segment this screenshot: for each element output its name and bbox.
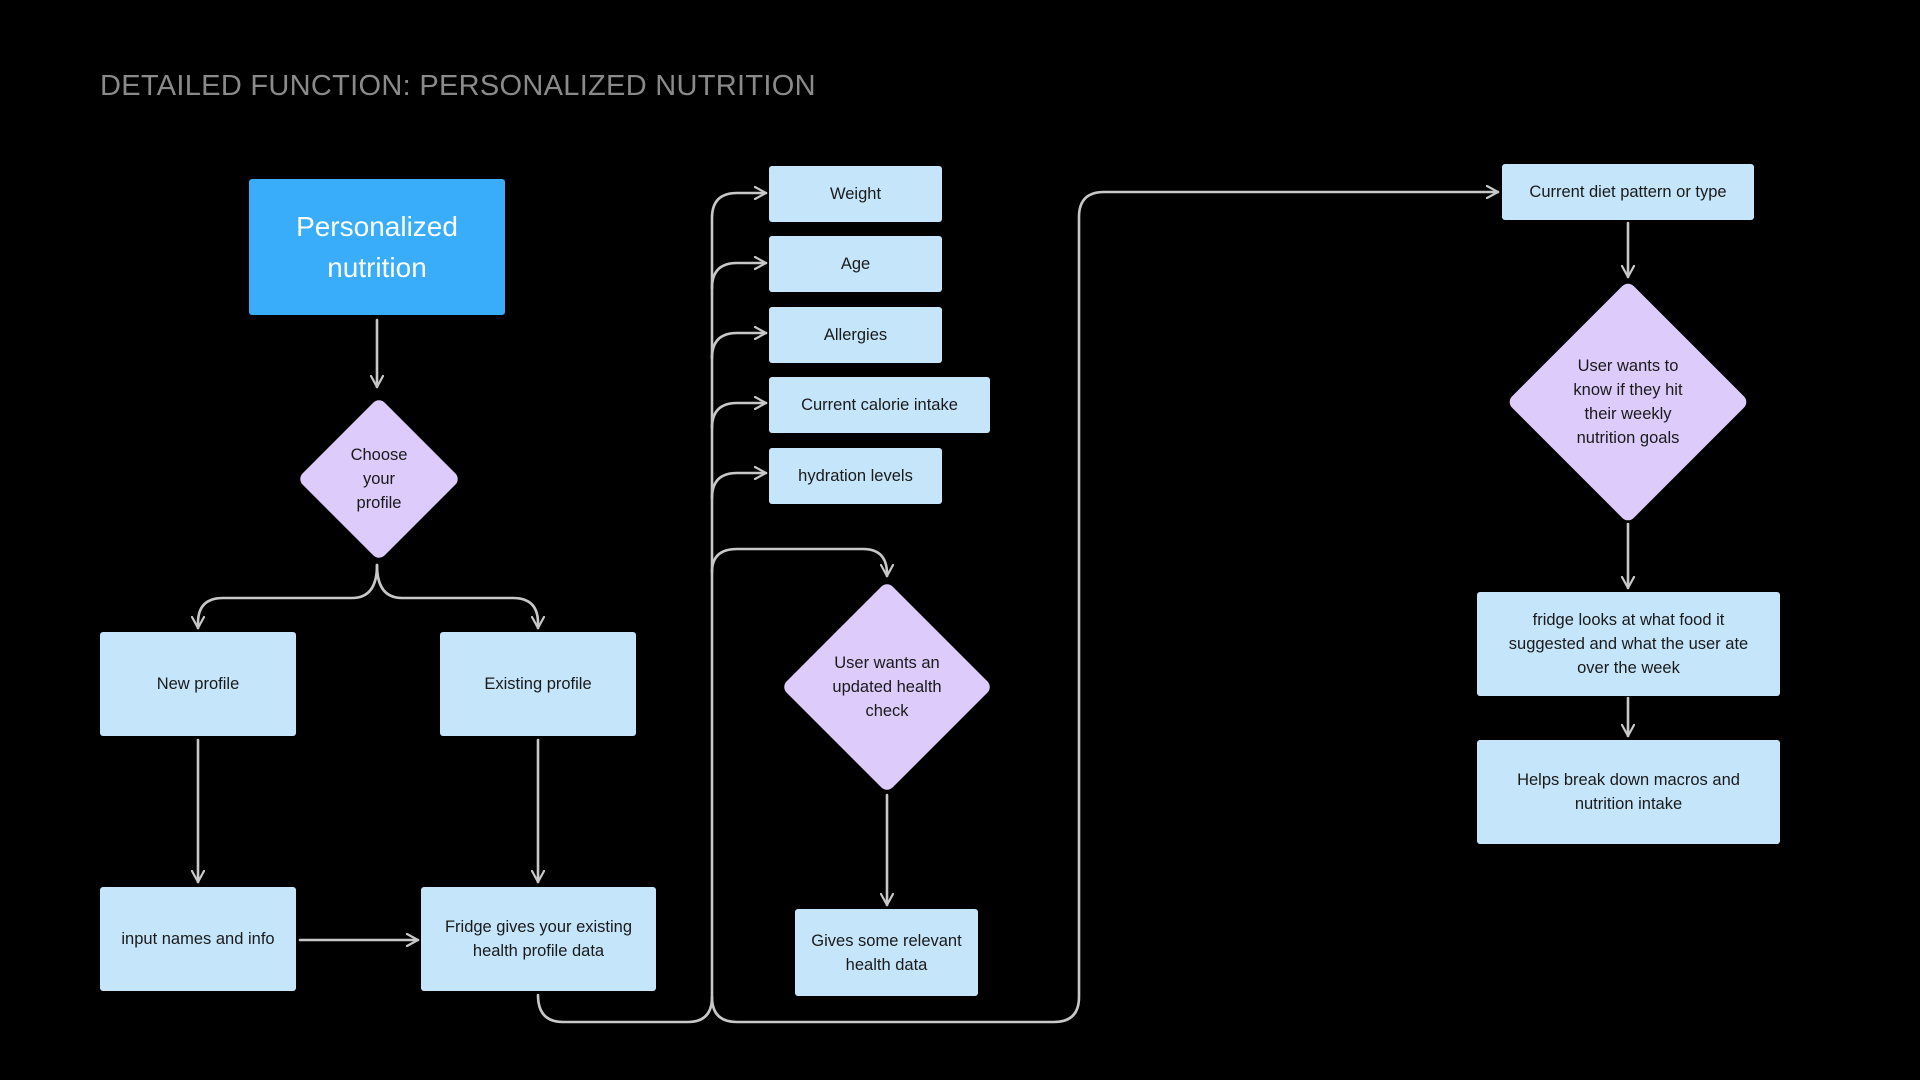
arrow-to-diet-pattern [710, 192, 1500, 1024]
node-hydration-levels: hydration levels [769, 448, 942, 504]
decision-weekly-goals-label: User wants to know if they hit their wee… [1573, 356, 1683, 447]
node-relevant-health-data: Gives some relevant health data [795, 909, 978, 996]
node-new-profile: New profile [100, 632, 296, 736]
arrow-choose-to-new [198, 563, 379, 630]
node-current-calorie-intake: Current calorie intake [769, 377, 990, 433]
node-macros-breakdown: Helps break down macros and nutrition in… [1477, 740, 1780, 844]
arrow-bus-to-allergies [710, 333, 768, 360]
node-fridge-looks: fridge looks at what food it suggested a… [1477, 592, 1780, 696]
decision-health-check: User wants an updated health check [768, 580, 1006, 794]
arrow-bus-to-health-check [710, 547, 887, 578]
connector-fridge-bus [536, 193, 768, 1024]
arrow-bus-to-age [710, 263, 768, 290]
node-allergies: Allergies [769, 307, 942, 363]
decision-choose-profile: Choose your profile [296, 391, 462, 567]
node-weight: Weight [769, 166, 942, 222]
page-title: DETAILED FUNCTION: PERSONALIZED NUTRITIO… [100, 70, 816, 102]
decision-weekly-goals: User wants to know if they hit their wee… [1482, 280, 1774, 524]
node-personalized-nutrition: Personalized nutrition [249, 179, 505, 315]
node-existing-profile: Existing profile [440, 632, 636, 736]
decision-health-check-label: User wants an updated health check [832, 654, 942, 720]
decision-choose-profile-label: Choose your profile [350, 446, 408, 512]
node-current-diet-pattern: Current diet pattern or type [1502, 164, 1754, 220]
node-input-names: input names and info [100, 887, 296, 991]
node-age: Age [769, 236, 942, 292]
node-fridge-existing-data: Fridge gives your existing health profil… [421, 887, 656, 991]
arrow-bus-to-hydration [710, 473, 768, 500]
arrow-bus-to-calorie [710, 403, 768, 430]
arrow-choose-to-existing [375, 563, 538, 630]
